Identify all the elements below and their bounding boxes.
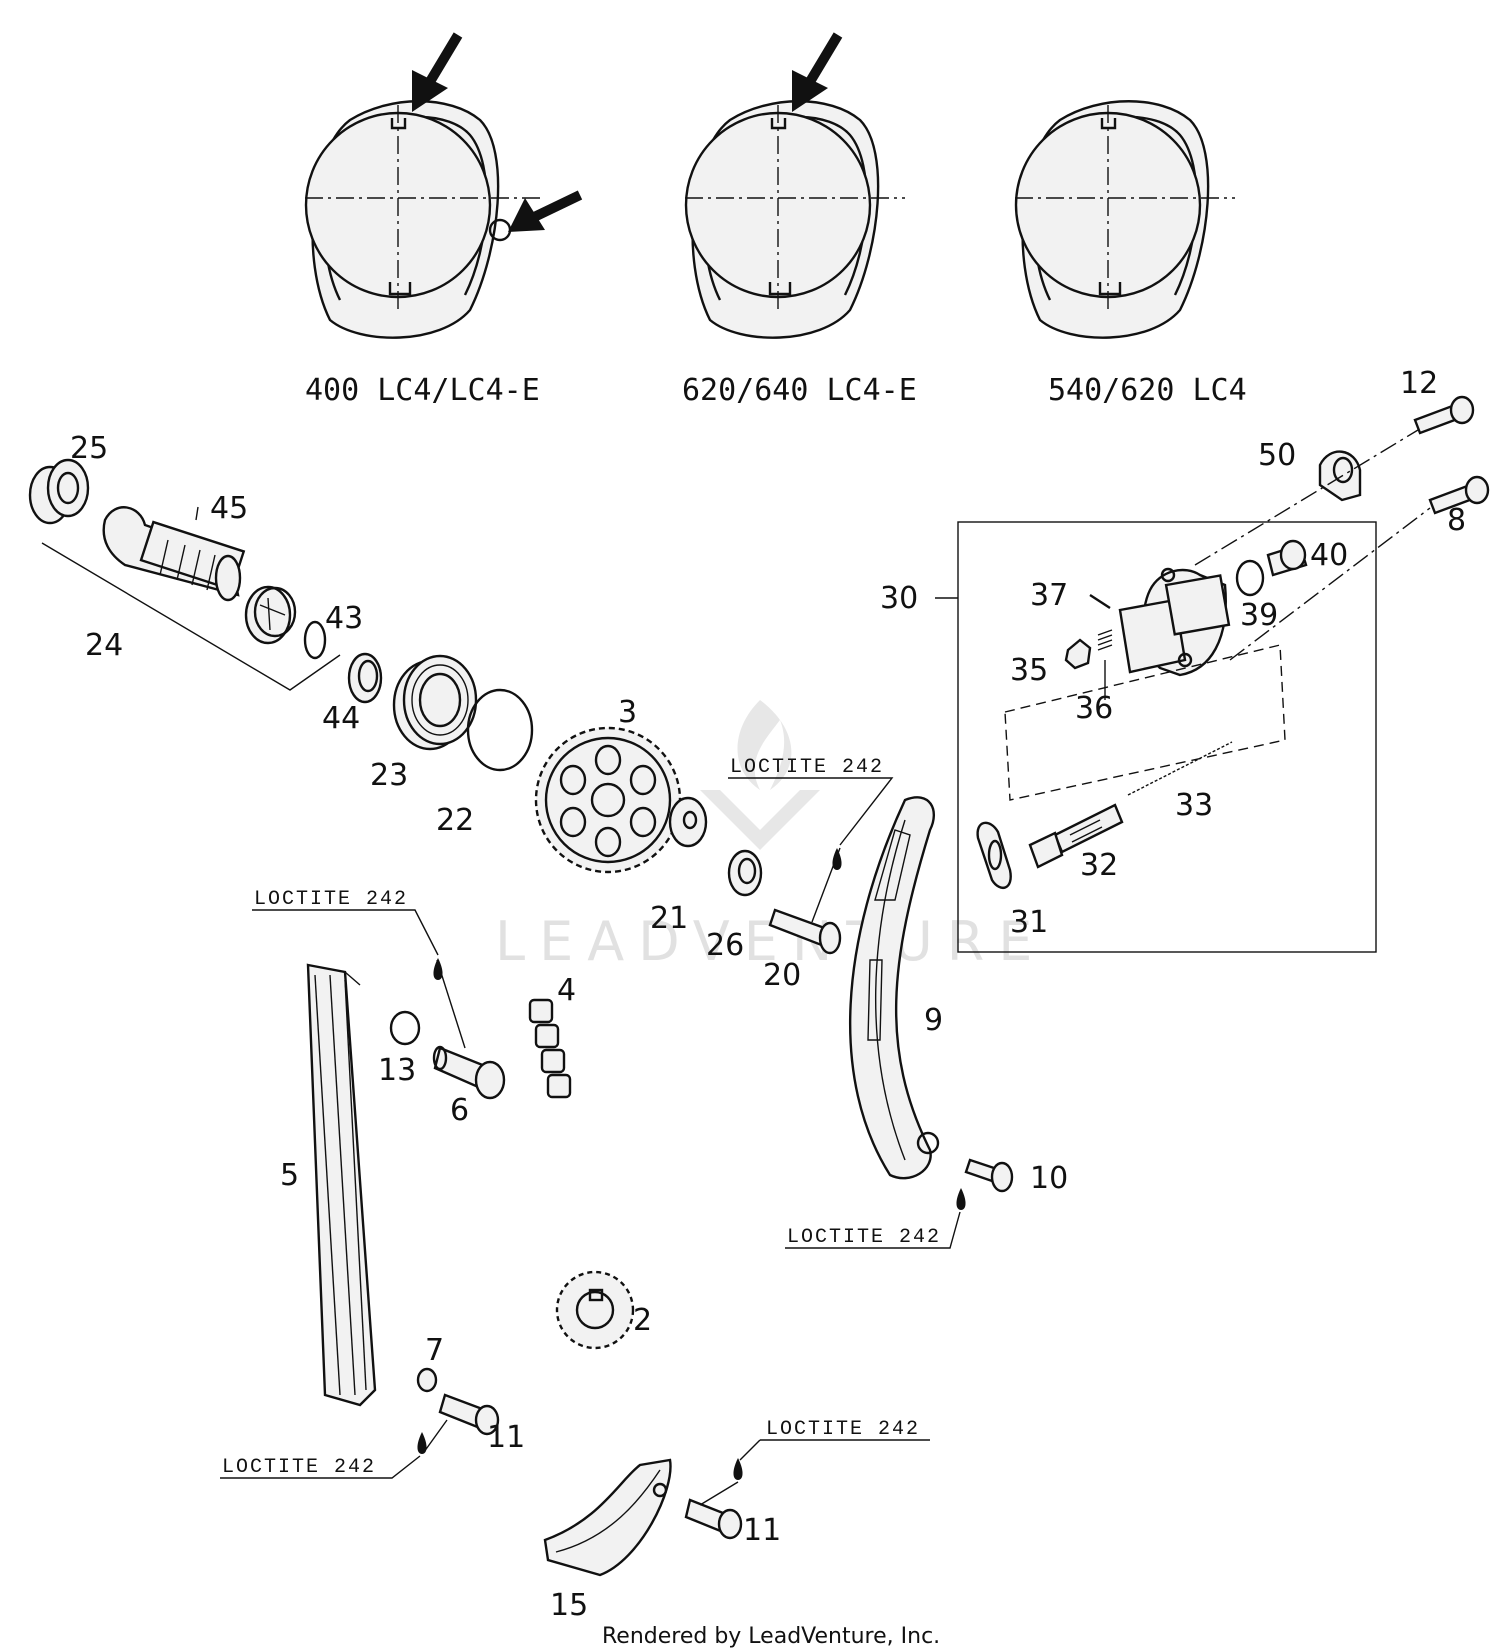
spring-36 bbox=[1097, 629, 1113, 651]
plug-40 bbox=[1266, 539, 1308, 577]
circlip-43 bbox=[303, 620, 327, 660]
snap-ring-22 bbox=[466, 688, 534, 772]
callout-24: 24 bbox=[85, 628, 123, 663]
arrow-icon bbox=[792, 32, 843, 112]
callout-50: 50 bbox=[1258, 438, 1296, 473]
callout-4: 4 bbox=[557, 973, 576, 1008]
gasket-31 bbox=[976, 821, 1012, 890]
loctite-drop-icon bbox=[733, 1458, 743, 1480]
callout-11: 11 bbox=[743, 1513, 781, 1548]
screw-8 bbox=[1428, 475, 1490, 515]
variant-540-620-drawing bbox=[1014, 100, 1235, 339]
loctite-drop-icon bbox=[433, 958, 443, 980]
bolt-20 bbox=[768, 908, 842, 955]
callout-31: 31 bbox=[1010, 905, 1048, 940]
ball-bearing-23 bbox=[392, 654, 478, 751]
decomp-lever bbox=[244, 585, 297, 645]
credit-text: Rendered by LeadVenture, Inc. bbox=[602, 1624, 940, 1648]
loctite-drop-icon bbox=[956, 1188, 966, 1210]
sleeve-7 bbox=[416, 1367, 438, 1393]
callout-5: 5 bbox=[280, 1158, 299, 1193]
callout-13: 13 bbox=[378, 1053, 416, 1088]
callout-3: 3 bbox=[618, 695, 637, 730]
loctite-drop-icon bbox=[832, 848, 842, 870]
callout-6: 6 bbox=[450, 1093, 469, 1128]
slide-guide-15 bbox=[543, 1458, 672, 1577]
sleeve-13 bbox=[389, 1010, 421, 1046]
callout-2: 2 bbox=[633, 1303, 652, 1338]
screw-11-bottom bbox=[684, 1498, 743, 1540]
callout-37: 37 bbox=[1030, 578, 1068, 613]
callout-35: 35 bbox=[1010, 653, 1048, 688]
pin-37 bbox=[1089, 593, 1111, 610]
tensioner-body bbox=[1118, 567, 1231, 677]
callout-44: 44 bbox=[322, 701, 360, 736]
washer-21 bbox=[668, 796, 708, 848]
arrow-icon bbox=[412, 32, 463, 112]
guide-rail-9 bbox=[849, 796, 940, 1180]
callout-30: 30 bbox=[880, 581, 918, 616]
callout-40: 40 bbox=[1310, 538, 1348, 573]
variant-label-540-620-lc4: 540/620 LC4 bbox=[1048, 373, 1247, 408]
screw-12 bbox=[1413, 395, 1475, 435]
tensioner-assembly-box bbox=[957, 521, 1377, 953]
callout-20: 20 bbox=[763, 958, 801, 993]
chain-4 bbox=[528, 998, 572, 1099]
loctite-label: LOCTITE 242 bbox=[787, 1226, 941, 1249]
watermark-logo bbox=[700, 700, 820, 850]
callout-7: 7 bbox=[425, 1333, 444, 1368]
watermark-text: LEADVENTURE bbox=[495, 910, 1046, 973]
nut-35 bbox=[1064, 638, 1092, 670]
variant-400-lc4-drawing bbox=[304, 100, 540, 339]
needle-bearing-25 bbox=[28, 458, 90, 525]
callout-10: 10 bbox=[1030, 1161, 1068, 1196]
cam-sprocket-3 bbox=[534, 726, 682, 874]
washer-39 bbox=[1235, 559, 1265, 597]
callout-11: 11 bbox=[487, 1420, 525, 1455]
callout-21: 21 bbox=[650, 901, 688, 936]
callout-39: 39 bbox=[1240, 598, 1278, 633]
callout-43: 43 bbox=[325, 601, 363, 636]
callout-25: 25 bbox=[70, 431, 108, 466]
callout-26: 26 bbox=[706, 928, 744, 963]
callout-22: 22 bbox=[436, 803, 474, 838]
callout-8: 8 bbox=[1447, 503, 1466, 538]
variant-label-400-lc4: 400 LC4/LC4-E bbox=[305, 373, 540, 408]
callout-23: 23 bbox=[370, 758, 408, 793]
callout-9: 9 bbox=[924, 1003, 943, 1038]
callout-32: 32 bbox=[1080, 848, 1118, 883]
bolt-10 bbox=[964, 1158, 1014, 1193]
callout-36: 36 bbox=[1075, 691, 1113, 726]
pin-45 bbox=[195, 506, 199, 521]
callout-12: 12 bbox=[1400, 366, 1438, 401]
tensioner-rail-5 bbox=[306, 963, 377, 1407]
bracket-50 bbox=[1318, 450, 1362, 502]
loctite-label: LOCTITE 242 bbox=[766, 1418, 920, 1441]
seal-26 bbox=[727, 849, 763, 897]
camshaft-bracket bbox=[41, 542, 341, 691]
crank-sprocket-2 bbox=[555, 1270, 635, 1350]
spring-33 bbox=[1127, 741, 1233, 796]
variant-620-640-drawing bbox=[684, 100, 905, 339]
loctite-drop-icon bbox=[417, 1432, 427, 1454]
callout-33: 33 bbox=[1175, 788, 1213, 823]
arrow-icon bbox=[508, 190, 583, 232]
loctite-label: LOCTITE 242 bbox=[254, 888, 408, 911]
callout-45: 45 bbox=[210, 491, 248, 526]
pin-6 bbox=[432, 1045, 506, 1100]
screw-11-lower-left bbox=[438, 1393, 500, 1436]
callout-15: 15 bbox=[550, 1588, 588, 1623]
bolt-32 bbox=[1028, 803, 1124, 869]
loctite-label: LOCTITE 242 bbox=[222, 1456, 376, 1479]
variant-label-620-640-lc4-e: 620/640 LC4-E bbox=[682, 373, 917, 408]
camshaft-24 bbox=[102, 506, 246, 602]
loctite-label: LOCTITE 242 bbox=[730, 756, 884, 779]
ring-44 bbox=[347, 652, 383, 704]
